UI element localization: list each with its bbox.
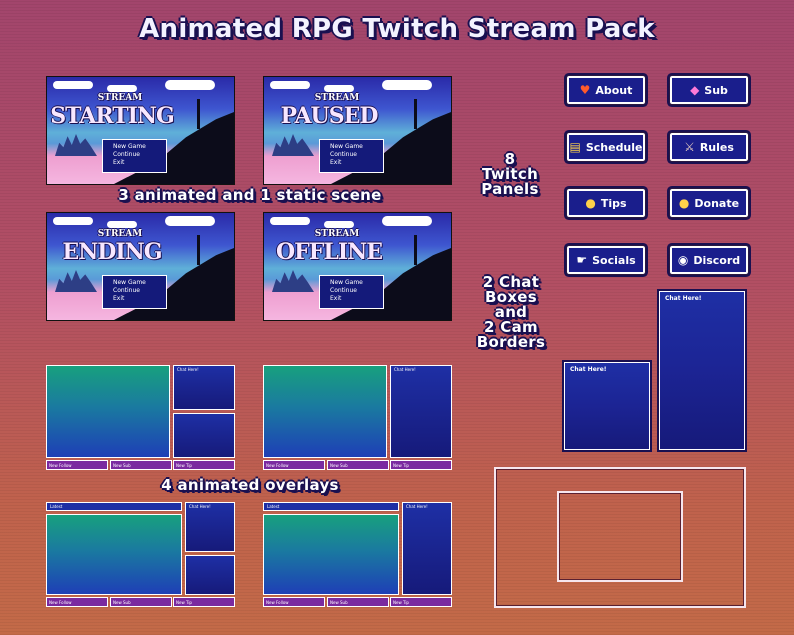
overlay-bar: New Follow [263,460,325,470]
chat-label-line: 2 Cam [484,318,538,336]
chat-box-title: Chat Here! [665,295,702,302]
overlay-bar: New Sub [327,597,389,607]
page-title: Animated RPG Twitch Stream Pack [139,14,655,44]
chat-box-title: Chat Here! [570,366,607,373]
panels-label-line: 8 [504,150,516,168]
calendar-icon: ▤ [569,140,581,154]
scene-word: ENDING [62,239,162,265]
scene-menu: New Game Continue Exit [319,275,384,309]
overlay-bar: New Tip [173,460,235,470]
panels-label-line: Twitch [481,165,539,183]
panel-label: Tips [600,196,627,210]
scene-menu: New Game Continue Exit [319,139,384,173]
overlay-bar: New Follow [263,597,325,607]
overlay-thumbnail: Chat Here! New Follow New Sub New Tip [46,365,235,475]
scene-thumbnail: STREAM ENDING New Game Continue Exit [46,212,235,321]
discord-icon: ◉ [677,253,689,267]
chat-label-line: Boxes [484,288,537,306]
sword-icon: ⚔ [684,140,695,154]
scene-kicker: STREAM [97,93,143,103]
scene-word: STARTING [50,103,175,129]
panel-label: Donate [694,196,740,210]
overlay-bar: New Tip [173,597,235,607]
overlay-bar: New Sub [110,597,172,607]
menu-item: Exit [330,159,342,166]
panel-about: ♥ About [566,75,646,105]
menu-item: New Game [330,279,363,286]
overlay-chat-title: Chat Here! [189,504,211,509]
menu-item: Continue [330,151,357,158]
overlay-bar: New Tip [390,597,452,607]
menu-item: New Game [113,143,146,150]
scene-word: PAUSED [280,103,379,129]
overlay-thumbnail: Latest Chat Here! New Follow New Sub New … [263,502,452,612]
panels-label: 8 Twitch Panels [470,152,550,197]
overlay-thumbnail: Chat Here! New Follow New Sub New Tip [263,365,452,475]
hand-icon: ☛ [576,253,588,267]
coin-icon: ● [585,196,596,210]
panel-label: Socials [592,253,636,267]
scenes-label: 3 animated and 1 static scene [118,186,382,204]
scene-thumbnail: STREAM PAUSED New Game Continue Exit [263,76,452,185]
scene-kicker: STREAM [314,229,360,239]
menu-item: Continue [113,151,140,158]
panel-tips: ● Tips [566,188,646,218]
overlay-bar: New Follow [46,597,108,607]
chat-label-line: 2 Chat [482,273,540,291]
menu-item: Exit [113,295,125,302]
scene-thumbnail: STREAM OFFLINE New Game Continue Exit [263,212,452,321]
scene-thumbnail: STREAM STARTING New Game Continue Exit [46,76,235,185]
panel-label: Schedule [585,140,643,154]
menu-item: Continue [113,287,140,294]
chat-box-tall: Chat Here! [659,291,745,450]
scene-word: OFFLINE [275,239,383,265]
scene-kicker: STREAM [97,229,143,239]
panels-label-line: Panels [481,180,539,198]
panel-discord: ◉ Discord [669,245,749,275]
panel-rules: ⚔ Rules [669,132,749,162]
menu-item: New Game [113,279,146,286]
overlay-bar: New Sub [110,460,172,470]
overlay-top-bar: Latest [263,502,399,511]
overlays-label: 4 animated overlays [161,476,339,494]
panel-label: Rules [699,140,734,154]
menu-item: Continue [330,287,357,294]
panel-donate: ● Donate [669,188,749,218]
panel-label: Discord [693,253,741,267]
overlay-bar: New Tip [390,460,452,470]
scene-kicker: STREAM [314,93,360,103]
heart-icon: ♥ [579,83,591,97]
overlay-bar: New Sub [327,460,389,470]
menu-item: New Game [330,143,363,150]
menu-item: Exit [113,159,125,166]
overlay-chat-title: Chat Here! [177,367,199,372]
scene-menu: New Game Continue Exit [102,275,167,309]
coin-icon: ● [678,196,690,210]
chat-label-line: and [494,303,528,321]
overlay-chat-title: Chat Here! [406,504,428,509]
chat-label: 2 Chat Boxes and 2 Cam Borders [462,275,560,350]
overlay-chat-title: Chat Here! [394,367,416,372]
overlay-bar: New Follow [46,460,108,470]
menu-item: Exit [330,295,342,302]
overlay-thumbnail: Latest Chat Here! New Follow New Sub New… [46,502,235,612]
panel-socials: ☛ Socials [566,245,646,275]
chat-label-line: Borders [476,333,546,351]
panel-sub: ◆ Sub [669,75,749,105]
panel-schedule: ▤ Schedule [566,132,646,162]
panel-label: About [595,83,633,97]
panel-label: Sub [704,83,728,97]
cam-border-small [557,491,683,582]
chat-box-small: Chat Here! [564,362,650,450]
gem-icon: ◆ [690,83,700,97]
scene-menu: New Game Continue Exit [102,139,167,173]
overlay-top-bar: Latest [46,502,182,511]
cam-border-large [494,467,746,608]
